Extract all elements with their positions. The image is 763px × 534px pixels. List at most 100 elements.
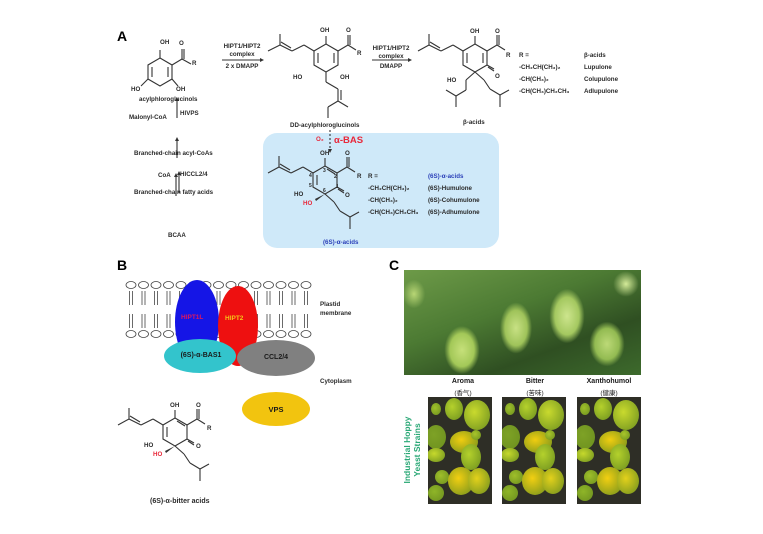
- atom-ho: HO: [293, 74, 303, 81]
- acylphloroglucinol-structure: [140, 49, 192, 87]
- atom-o: O: [495, 73, 500, 80]
- protein-vps: [242, 392, 310, 426]
- atom-num-3: 3: [323, 168, 326, 174]
- cytoplasm-label: Cytoplasm: [320, 378, 352, 385]
- lipid-head: [263, 281, 274, 289]
- yeast-cell: [610, 444, 630, 470]
- atom-o: O: [495, 28, 500, 35]
- yeast-cell: [577, 485, 593, 501]
- yeast-cell: [428, 485, 444, 501]
- yeast-cell: [502, 425, 520, 449]
- atom-ho: HO: [447, 77, 457, 84]
- yeast-cell: [431, 403, 441, 415]
- lipid-head: [213, 281, 224, 289]
- atom-oh: OH: [320, 150, 330, 157]
- arrow1-cofactor: 2 x DMAPP: [225, 63, 259, 70]
- lipid-head: [125, 281, 137, 289]
- yeast-cell: [594, 398, 612, 420]
- atom-oh: OH: [176, 86, 186, 93]
- strain-aroma-label: Aroma: [451, 378, 475, 385]
- oxidant-o2: O₂: [316, 136, 324, 143]
- yeast-cell: [502, 485, 518, 501]
- alpha-bas1-label: (6S)-α-BAS1: [180, 352, 222, 359]
- lipid-head: [138, 281, 149, 289]
- bcaa-label: BCAA: [168, 232, 186, 239]
- membrane-label: membrane: [320, 310, 352, 317]
- lipid-head: [263, 330, 274, 338]
- atom-ho-red: HO: [153, 451, 163, 458]
- beta-r-3: -CH(CH₃)CH₂CH₃: [519, 88, 570, 95]
- lipid-head: [300, 281, 312, 289]
- beta-acids-label: β-acids: [463, 119, 485, 126]
- atom-r: R: [192, 60, 197, 67]
- strain-bitter-label: Bitter: [525, 378, 545, 385]
- lipid-head: [275, 281, 287, 289]
- atom-r: R: [506, 52, 511, 59]
- alpha-r-1: -CH₂CH(CH₃)₂: [368, 185, 410, 192]
- yeast-cell: [538, 400, 564, 430]
- bitter-acids-label: (6S)-α-bitter acids: [150, 498, 210, 505]
- panel-a-label: A: [117, 28, 128, 44]
- atom-num-6: 6: [323, 188, 326, 194]
- atom-oh: OH: [170, 402, 180, 409]
- yeast-cell: [542, 468, 564, 494]
- yeast-cell: [468, 468, 490, 494]
- atom-o: O: [196, 443, 201, 450]
- atom-o: O: [196, 402, 201, 409]
- strain-bitter-sub: (苦味): [526, 390, 544, 397]
- hlvps-enzyme-label: HlVPS: [180, 110, 199, 117]
- lipid-head: [300, 330, 312, 338]
- alpha-r-2: -CH(CH₃)₂: [368, 197, 398, 204]
- yeast-strains-side-label: Industrial Hoppy Yeast Strains: [402, 390, 422, 510]
- acylphloroglucinols-label: acylphloroglucinols: [139, 96, 198, 103]
- atom-oh: OH: [320, 27, 330, 34]
- atom-r: R: [357, 173, 362, 180]
- coa-label: CoA: [158, 172, 171, 179]
- hlpt1l-label: HlPT1L: [181, 314, 204, 321]
- atom-o: O: [345, 192, 350, 199]
- yeast-cell: [509, 470, 523, 484]
- arrow2-enzyme: HlPT1/HlPT2: [372, 45, 410, 52]
- atom-oh: OH: [340, 74, 350, 81]
- atom-ho: HO: [144, 442, 154, 449]
- yeast-cell: [435, 470, 449, 484]
- lipid-head: [138, 330, 149, 338]
- atom-o: O: [179, 40, 184, 47]
- lipid-head: [275, 330, 287, 338]
- yeast-cell: [617, 468, 639, 494]
- yeast-cell: [428, 425, 446, 449]
- strain-xanthohumol-label: Xanthohumol: [586, 378, 632, 385]
- yeast-cell: [505, 403, 515, 415]
- lipid-head: [150, 281, 162, 289]
- yeast-cell: [577, 425, 595, 449]
- beta-name-1: Lupulone: [584, 64, 612, 71]
- atom-oh: OH: [160, 39, 170, 46]
- alpha-acids-box: [263, 133, 499, 248]
- arrow1-complex: complex: [229, 51, 255, 58]
- alpha-bas-enzyme: α-BAS: [334, 135, 364, 146]
- beta-name-2: Colupulone: [584, 76, 619, 83]
- bitter-acid-structure: [117, 408, 210, 481]
- beta-r-header: R =: [519, 52, 529, 59]
- hop-cones-photo: [404, 270, 641, 375]
- yeast-cell: [519, 398, 537, 420]
- lipid-head: [288, 330, 299, 338]
- atom-num-2: 2: [334, 174, 337, 180]
- hlccl-enzyme-label: HlCCL2/4: [180, 171, 208, 178]
- yeast-micrograph-bitter: [502, 397, 566, 504]
- yeast-cell: [461, 444, 481, 470]
- malonyl-coa-label: Malonyl-CoA: [129, 114, 167, 121]
- yeast-cell: [535, 444, 555, 470]
- plastid-label: Plastid: [320, 301, 341, 308]
- strain-xanthohumol-sub: (健康): [600, 390, 618, 397]
- yeast-cell: [577, 448, 594, 462]
- fatty-acids-label: Branched-chain fatty acids: [134, 189, 214, 196]
- alpha-name-2: (6S)-Cohumulone: [428, 197, 480, 204]
- yeast-cell: [580, 403, 590, 415]
- yeast-cell: [428, 448, 445, 462]
- lipid-head: [250, 281, 262, 289]
- yeast-micrograph-aroma: [428, 397, 492, 504]
- atom-o: O: [345, 150, 350, 157]
- lipid-head: [125, 330, 137, 338]
